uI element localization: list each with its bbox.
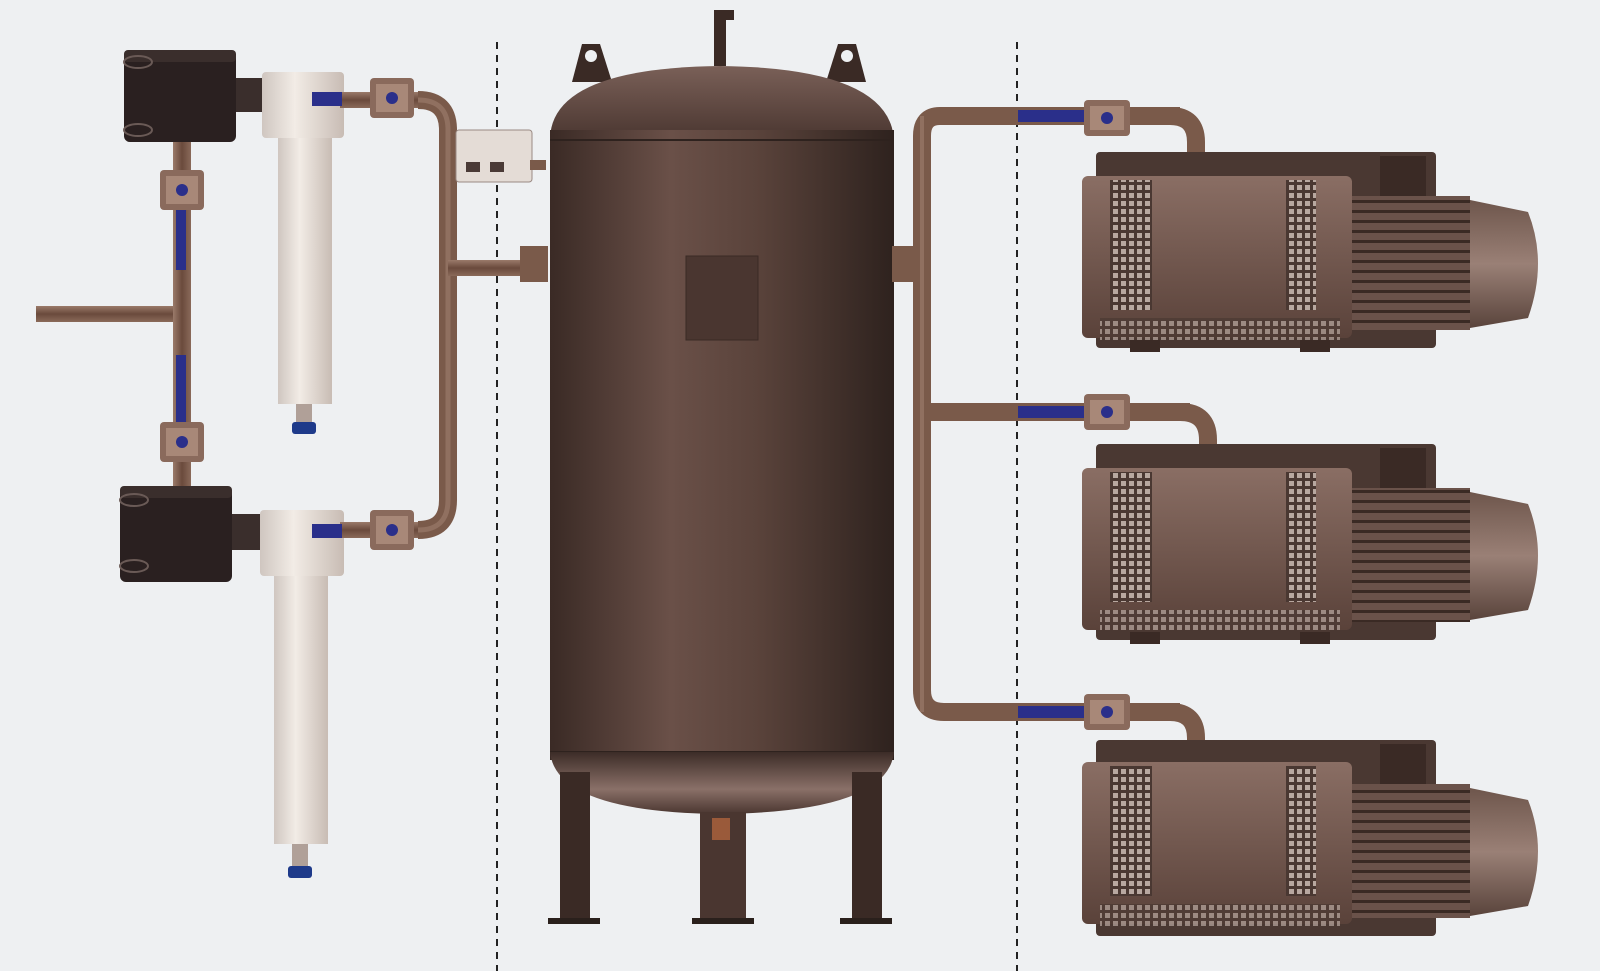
- tank-leg-right: [852, 772, 882, 922]
- ball-valve-pump-1[interactable]: [1084, 100, 1130, 136]
- pump-manifold: [913, 107, 1217, 744]
- vacuum-pump-3: [1082, 740, 1538, 936]
- ball-valve-upper[interactable]: [160, 170, 204, 210]
- ball-valve-lower[interactable]: [160, 422, 204, 462]
- lifting-lug-left: [572, 44, 612, 82]
- filter-upper: [262, 72, 344, 434]
- filter-housing-lower: [119, 486, 262, 582]
- filter-lower: [260, 510, 344, 878]
- ball-valve-pump-3[interactable]: [1084, 694, 1130, 730]
- tank-leg-left: [560, 772, 590, 922]
- ball-valve-filter-upper-outlet[interactable]: [370, 78, 414, 118]
- inlet-pipe: [36, 306, 186, 322]
- ball-valve-filter-lower-outlet[interactable]: [370, 510, 414, 550]
- ball-valve-pump-2[interactable]: [1084, 394, 1130, 430]
- filter-housing-upper: [123, 50, 264, 142]
- lifting-lug-right: [826, 44, 866, 82]
- tank-nameplate: [685, 255, 759, 341]
- control-box: [455, 129, 546, 183]
- filter-return-pipe: [417, 91, 457, 539]
- receiver-tank: [548, 10, 922, 924]
- tank-top-fitting: [714, 16, 726, 66]
- drain-valve[interactable]: [712, 818, 730, 840]
- filtration-section: [36, 50, 548, 878]
- vacuum-pump-2: [1082, 444, 1538, 644]
- vacuum-pump-1: [1082, 152, 1538, 352]
